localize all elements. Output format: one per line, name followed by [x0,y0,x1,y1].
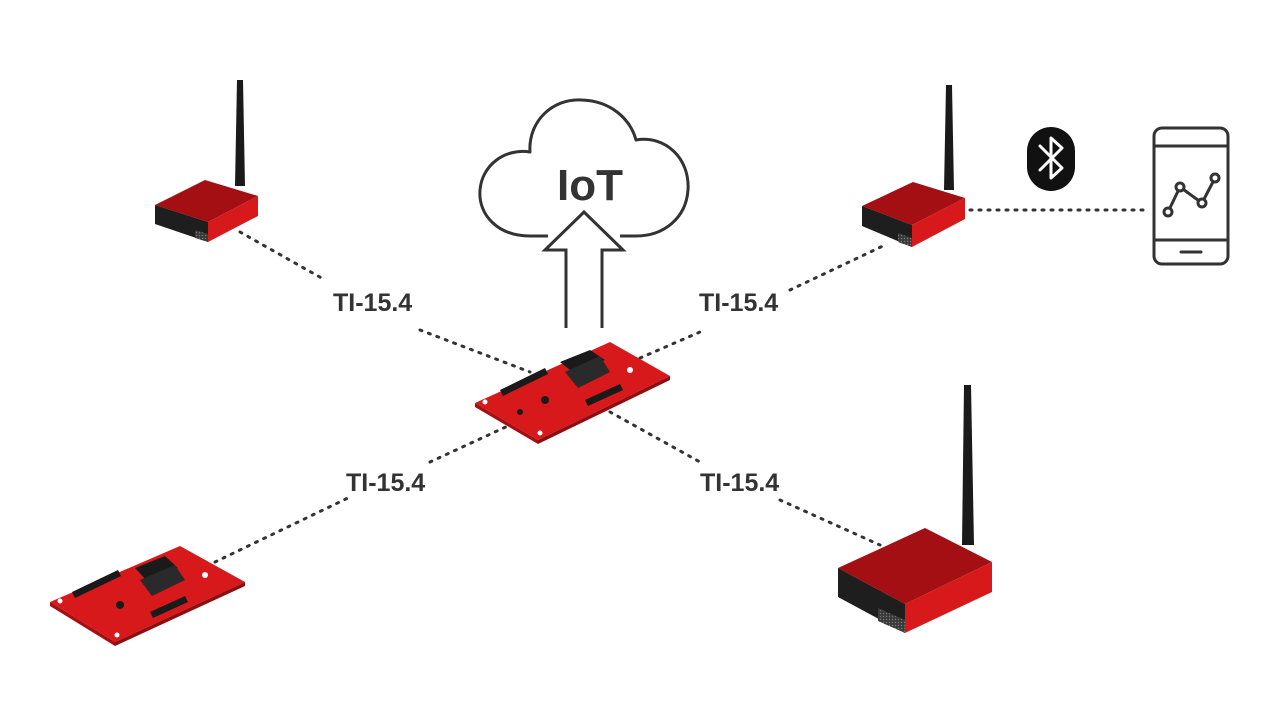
bluetooth-icon [1027,127,1075,191]
link-line-bottom-right [608,410,702,464]
link-line-bottom-left [213,495,352,564]
smartphone-icon [1152,126,1230,266]
cloud-icon [478,98,690,238]
cloud-label: IoT [557,161,623,210]
upload-arrow-icon [541,209,627,328]
sensor-device-top-left [155,80,258,242]
antenna-icon [962,385,974,545]
link-label-top-right: TI-15.4 [699,289,778,317]
sensor-device-bottom-right [838,385,992,633]
sensor-board-bottom-left [50,546,245,646]
link-line-bottom-left-2 [428,423,512,464]
link-line-top-left-2 [418,328,532,374]
sensor-device-top-right [862,85,965,247]
link-line-bottom-right-2 [778,498,882,547]
collector-board-center [475,342,670,444]
antenna-icon [235,80,245,186]
link-line-top-right-2 [788,243,887,292]
link-label-top-left: TI-15.4 [333,289,412,317]
link-label-bottom-right: TI-15.4 [700,469,779,497]
antenna-icon [944,85,954,190]
link-line-top-right [638,330,702,360]
link-label-bottom-left: TI-15.4 [346,469,425,497]
link-line-top-left [238,230,327,282]
connection-lines [213,208,1152,564]
